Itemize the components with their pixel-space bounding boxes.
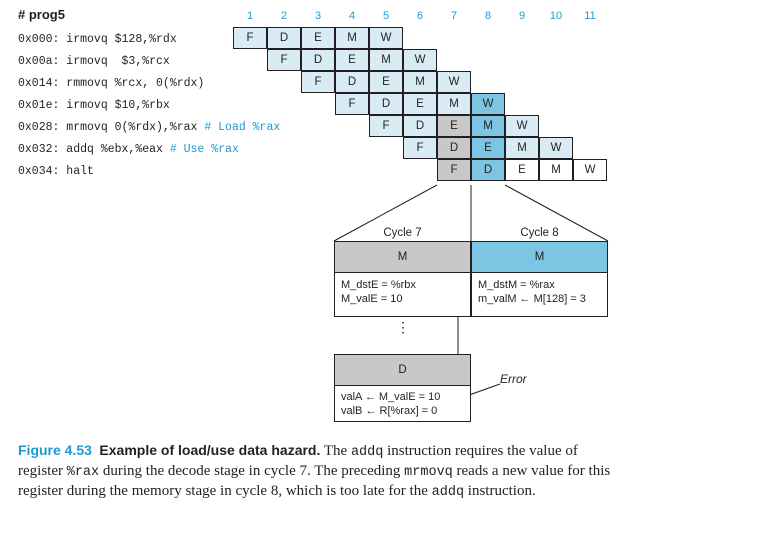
program-code: 0x00a: irmovq $3,%rcx: [18, 55, 170, 68]
pipeline-stage-cell: M: [335, 27, 369, 49]
pipeline-stage-cell: D: [403, 115, 437, 137]
program-code: 0x01e: irmovq $10,%rbx: [18, 99, 170, 112]
caption-code: addq: [431, 485, 465, 500]
figure-caption: Figure 4.53 Example of load/use data haz…: [18, 441, 618, 502]
pipeline-stage-cell: M: [539, 159, 573, 181]
caption-code: mrmovq: [404, 465, 453, 480]
pipeline-stage-cell: D: [369, 93, 403, 115]
cycle-number: 11: [584, 10, 596, 22]
cycle-number: 9: [518, 10, 526, 22]
program-line: 0x032: addq %ebx,%eax # Use %rax: [18, 143, 239, 156]
pipeline-stage-cell: E: [437, 115, 471, 137]
cycle-number: 7: [450, 10, 458, 22]
cycle7-title: Cycle 7: [383, 227, 422, 239]
program-code: 0x000: irmovq $128,%rdx: [18, 33, 177, 46]
pipeline-stage-cell: W: [539, 137, 573, 159]
caption-text: The: [320, 443, 351, 459]
cycle-number: 8: [484, 10, 492, 22]
caption-text: instruction requires the value of regist…: [18, 443, 578, 479]
decode-stage-header: D: [335, 355, 470, 386]
pipeline-stage-cell: F: [233, 27, 267, 49]
wedge-right-line: [504, 184, 609, 242]
pipeline-stage-cell: F: [369, 115, 403, 137]
pipeline-stage-cell: F: [403, 137, 437, 159]
pipeline-stage-cell: W: [369, 27, 403, 49]
pipeline-stage-cell: M: [437, 93, 471, 115]
caption-code: %rax: [66, 465, 100, 480]
cycle7-line-1: M_dstE = %rbx: [341, 279, 416, 291]
caption-code: addq: [350, 445, 384, 460]
program-line: 0x028: mrmovq 0(%rdx),%rax # Load %rax: [18, 121, 280, 134]
pipeline-stage-cell: M: [403, 71, 437, 93]
cycle-number: 1: [246, 10, 254, 22]
pipeline-stage-cell: W: [471, 93, 505, 115]
pipeline-stage-cell: M: [369, 49, 403, 71]
pipeline-stage-cell: D: [437, 137, 471, 159]
cycle8-detail-box: Cycle 8 M M_dstM = %rax m_valM ← M[128] …: [471, 227, 608, 317]
caption-title: Example of load/use data hazard.: [99, 442, 321, 458]
cycle-number: 4: [348, 10, 356, 22]
cycle8-line-2: m_valM ← M[128] = 3: [478, 293, 586, 305]
program-title: # prog5: [18, 7, 65, 22]
program-line: 0x01e: irmovq $10,%rbx: [18, 99, 170, 112]
pipeline-stage-cell: E: [335, 49, 369, 71]
program-line: 0x014: rmmovq %rcx, 0(%rdx): [18, 77, 204, 90]
pipeline-stage-cell: F: [335, 93, 369, 115]
pipeline-stage-cell: E: [369, 71, 403, 93]
pipeline-stage-cell: W: [505, 115, 539, 137]
program-line: 0x000: irmovq $128,%rdx: [18, 33, 177, 46]
error-label: Error: [500, 372, 527, 386]
decode-line-2: valB ← R[%rax] = 0: [341, 405, 438, 417]
program-code: 0x028: mrmovq 0(%rdx),%rax: [18, 121, 205, 134]
caption-text: reads a new value for this register duri…: [18, 463, 611, 499]
pipeline-stage-cell: W: [403, 49, 437, 71]
pipeline-stage-cell: D: [335, 71, 369, 93]
decode-detail-box: D valA ← M_valE = 10 valB ← R[%rax] = 0: [334, 354, 471, 422]
pipeline-stage-cell: D: [301, 49, 335, 71]
cycle8-title: Cycle 8: [520, 227, 559, 239]
cycle-number: 10: [549, 10, 563, 22]
program-code: 0x014: rmmovq %rcx, 0(%rdx): [18, 77, 205, 90]
cycle8-stage-header: M: [472, 242, 607, 273]
cycle-number: 5: [382, 10, 390, 22]
ellipsis-dots: ⋮: [396, 319, 410, 335]
pipeline-stage-cell: E: [505, 159, 539, 181]
caption-text: during the decode stage in cycle 7. The …: [99, 463, 405, 479]
program-line: 0x00a: irmovq $3,%rcx: [18, 55, 170, 68]
cycle8-line-1: M_dstM = %rax: [478, 279, 555, 291]
pipeline-stage-cell: W: [437, 71, 471, 93]
program-comment: # Load %rax: [204, 121, 281, 134]
pipeline-stage-cell: E: [471, 137, 505, 159]
cycle7-detail-box: Cycle 7 M M_dstE = %rbx M_valE = 10: [334, 227, 471, 317]
program-code: 0x034: halt: [18, 165, 94, 178]
pipeline-stage-cell: W: [573, 159, 607, 181]
cycle7-stage-header: M: [335, 242, 470, 273]
pipeline-stage-cell: F: [267, 49, 301, 71]
cycle-number: 6: [416, 10, 424, 22]
decode-line-1: valA ← M_valE = 10: [341, 391, 441, 403]
pipeline-stage-cell: E: [403, 93, 437, 115]
cycle-number: 3: [314, 10, 322, 22]
pipeline-stage-cell: D: [267, 27, 301, 49]
pipeline-stage-cell: D: [471, 159, 505, 181]
pipeline-stage-cell: M: [471, 115, 505, 137]
cycle-number: 2: [280, 10, 288, 22]
pipeline-stage-cell: M: [505, 137, 539, 159]
program-code: 0x032: addq %ebx,%eax: [18, 143, 170, 156]
program-line: 0x034: halt: [18, 165, 94, 178]
pipeline-stage-cell: F: [437, 159, 471, 181]
wedge-left-line: [333, 184, 438, 242]
cycle7-line-2: M_valE = 10: [341, 293, 403, 305]
pipeline-stage-cell: E: [301, 27, 335, 49]
caption-text: instruction.: [464, 483, 536, 499]
program-comment: # Use %rax: [169, 143, 239, 156]
pipeline-stage-cell: F: [301, 71, 335, 93]
caption-label: Figure 4.53: [18, 442, 92, 458]
